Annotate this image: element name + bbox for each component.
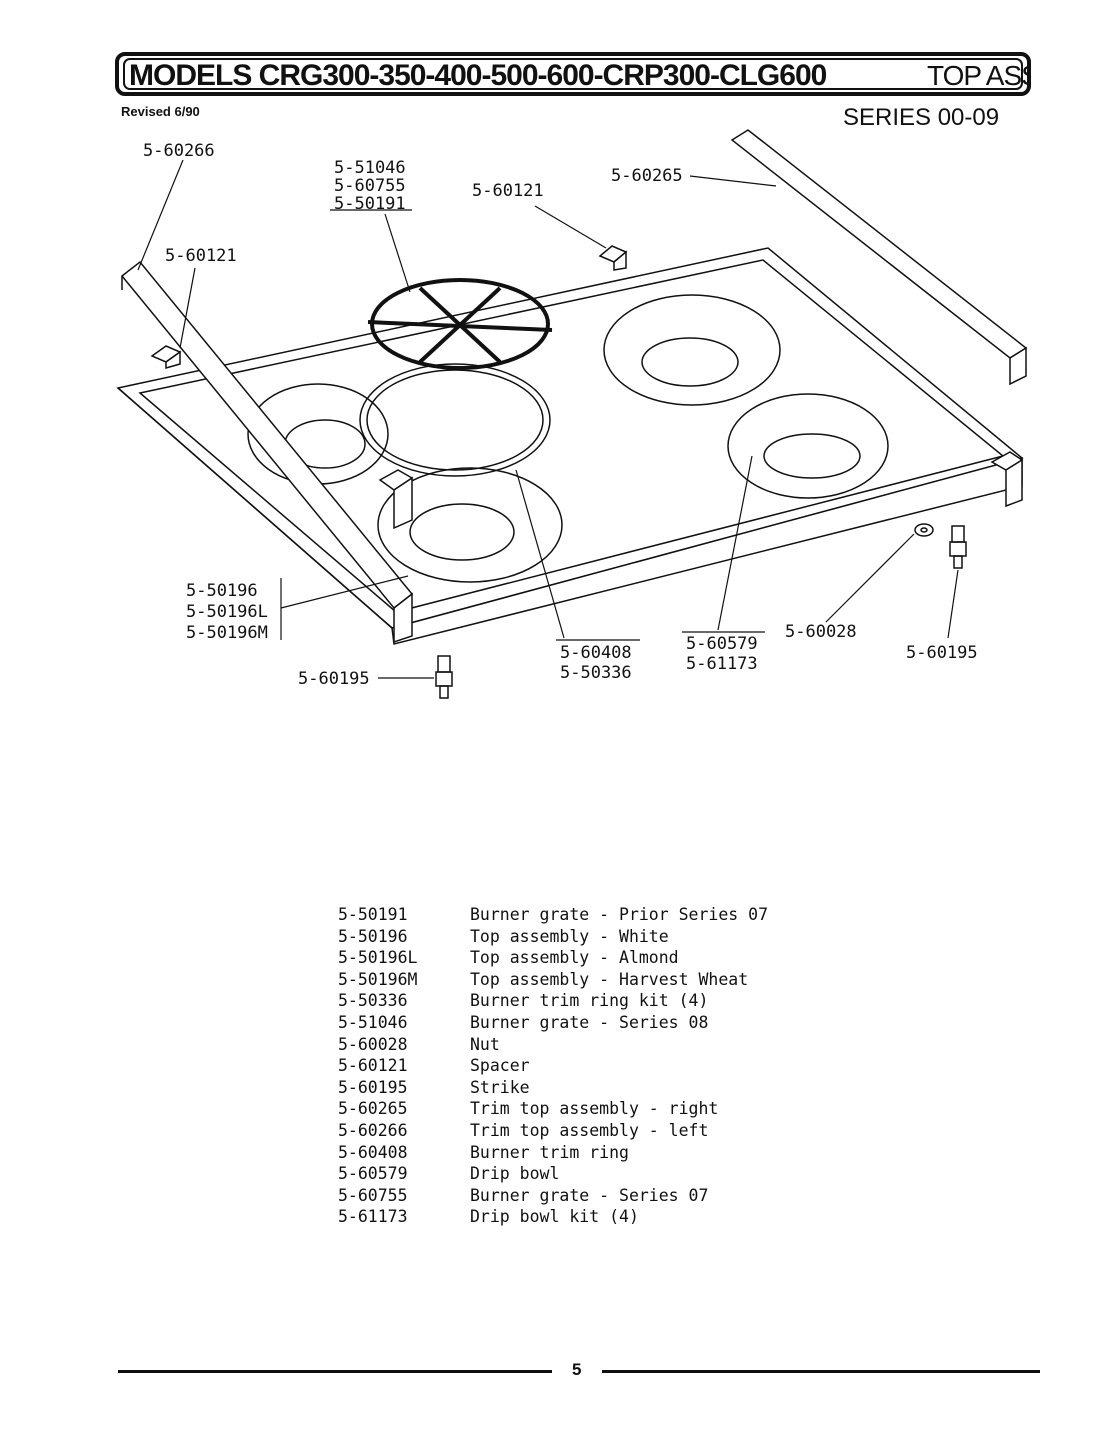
part-number: 5-61173 <box>338 1207 408 1227</box>
part-description: Burner grate - Prior Series 07 <box>470 905 769 924</box>
part-number: 5-50196 <box>338 926 408 946</box>
title-banner-inner-border <box>123 58 1023 90</box>
right-trim-rail <box>730 129 1028 508</box>
spacer-parts <box>150 245 628 369</box>
part-description: Top assembly - Almond <box>470 948 679 968</box>
callout-5-60266: 5-60266 <box>143 141 215 161</box>
series-label: SERIES 00-09 <box>843 104 1000 131</box>
parts-list-row: 5-60195 Strike <box>338 1077 768 1099</box>
part-number: 5-60408 <box>338 1142 408 1162</box>
part-number: 5-60028 <box>338 1034 408 1054</box>
callout-5-50196: 5-50196 <box>186 581 258 601</box>
parts-list-row: 5-60028 Nut <box>338 1034 768 1056</box>
title-banner: MODELS CRG300-350-400-500-600-CRP300-CLG… <box>115 52 1031 96</box>
footer-rule-right <box>602 1370 1040 1373</box>
page-number: 5 <box>572 1360 582 1379</box>
footer-rule-left <box>118 1370 552 1373</box>
callout-5-50196l: 5-50196L <box>186 602 268 622</box>
part-description: Burner grate - Series 07 <box>470 1185 709 1205</box>
revised-date: Revised 6/90 <box>121 104 200 119</box>
parts-list-row: 5-60265 Trim top assembly - right <box>338 1098 768 1120</box>
part-description: Trim top assembly - left <box>470 1120 709 1140</box>
left-trim-rail <box>120 260 414 644</box>
parts-list-row: 5-50336 Burner trim ring kit (4) <box>338 990 768 1012</box>
parts-list-row: 5-51046 Burner grate - Series 08 <box>338 1012 768 1034</box>
part-description: Top assembly - White <box>470 926 669 946</box>
part-number: 5-60266 <box>338 1120 408 1140</box>
callout-5-51046: 5-51046 <box>334 158 406 178</box>
parts-list-row: 5-50196 Top assembly - White <box>338 926 768 948</box>
parts-list-row: 5-50196L Top assembly - Almond <box>338 947 768 969</box>
parts-list-row: 5-50196M Top assembly - Harvest Wheat <box>338 969 768 991</box>
parts-list-row: 5-60266 Trim top assembly - left <box>338 1120 768 1142</box>
parts-list-row: 5-60121 Spacer <box>338 1055 768 1077</box>
part-number: 5-50196L <box>338 948 418 968</box>
part-number: 5-60755 <box>338 1185 408 1205</box>
callout-5-61173: 5-61173 <box>686 654 758 674</box>
assembly-title: TOP ASSEMBLY <box>927 60 1027 91</box>
callout-5-50336: 5-50336 <box>560 663 632 683</box>
parts-list-row: 5-60579 Drip bowl <box>338 1163 768 1185</box>
parts-list-row: 5-60408 Burner trim ring <box>338 1142 768 1164</box>
burner-grate <box>367 278 553 370</box>
part-number: 5-51046 <box>338 1012 408 1032</box>
callout-5-60195-left: 5-60195 <box>298 669 370 689</box>
drip-bowl-wells <box>247 294 889 583</box>
models-title: MODELS CRG300-350-400-500-600-CRP300-CLG… <box>129 59 827 92</box>
part-number: 5-60195 <box>338 1077 408 1097</box>
callout-5-60579: 5-60579 <box>686 634 758 654</box>
leader-lines <box>137 159 959 679</box>
callout-5-60028: 5-60028 <box>785 622 857 642</box>
part-description: Burner trim ring kit (4) <box>470 991 709 1011</box>
strike-parts <box>435 525 967 699</box>
parts-list-row: 5-50191 Burner grate - Prior Series 07 <box>338 904 768 926</box>
callout-5-60408: 5-60408 <box>560 643 632 663</box>
part-number: 5-60579 <box>338 1164 408 1184</box>
callout-5-50196m: 5-50196M <box>186 623 268 643</box>
callout-5-60755: 5-60755 <box>334 176 406 196</box>
part-description: Drip bowl <box>470 1164 560 1184</box>
part-number: 5-50336 <box>338 991 408 1011</box>
parts-list-row: 5-61173 Drip bowl kit (4) <box>338 1206 768 1228</box>
nut-part <box>914 523 934 537</box>
part-description: Strike <box>470 1077 530 1097</box>
burner-trim-ring <box>359 363 551 477</box>
part-description: Drip bowl kit (4) <box>470 1207 639 1227</box>
part-description: Burner grate - Series 08 <box>470 1012 709 1032</box>
callout-5-60195-right: 5-60195 <box>906 643 978 663</box>
parts-list-row: 5-60755 Burner grate - Series 07 <box>338 1185 768 1207</box>
part-number: 5-50196M <box>338 969 418 989</box>
part-number: 5-60121 <box>338 1056 408 1076</box>
parts-list: 5-50191 Burner grate - Prior Series 07 5-… <box>338 904 768 1228</box>
part-number: 5-60265 <box>338 1099 408 1119</box>
part-description: Trim top assembly - right <box>470 1099 719 1119</box>
part-description: Burner trim ring <box>470 1142 629 1162</box>
part-description: Spacer <box>470 1056 530 1076</box>
callout-5-60121-left: 5-60121 <box>165 246 237 266</box>
part-description: Top assembly - Harvest Wheat <box>470 969 749 989</box>
callout-5-60265: 5-60265 <box>611 166 683 186</box>
part-description: Nut <box>470 1034 500 1054</box>
callout-5-60121-top: 5-60121 <box>472 181 544 201</box>
callout-5-50191: 5-50191 <box>334 194 406 214</box>
part-number: 5-50191 <box>338 905 408 924</box>
